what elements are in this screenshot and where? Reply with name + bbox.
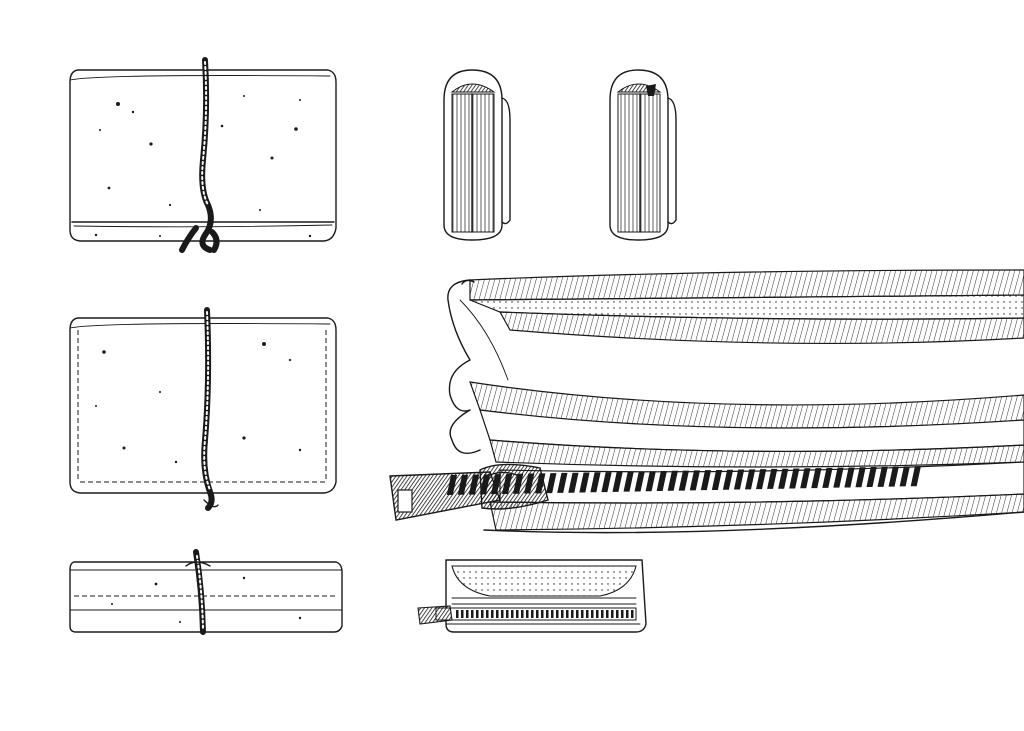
zipper-tooth-small (586, 610, 589, 618)
zipper-tooth (634, 471, 645, 492)
zipper-tooth-small (521, 610, 524, 618)
zipper-tooth-small (491, 610, 494, 618)
zipper-tooth-small (466, 610, 469, 618)
wrapped-pouch-front (69, 57, 337, 253)
zipper-tooth (888, 466, 899, 487)
zipper-tooth (733, 469, 745, 490)
zipper-tooth (800, 468, 811, 489)
zipper-tooth-small (601, 610, 604, 618)
zipper-tooth-small (511, 610, 514, 618)
zipper-tooth-small (546, 610, 549, 618)
zipper-tooth (656, 471, 667, 492)
zipper-tooth-small (481, 610, 484, 618)
zipper-tooth (822, 467, 833, 488)
zipper-tooth-small (456, 610, 459, 618)
zipper-tooth-small (621, 610, 624, 618)
pouch-end-view-left (443, 69, 511, 241)
zipper-tooth-small (611, 610, 614, 618)
zipper-tooth (689, 470, 701, 491)
zipper-pouch-side (417, 559, 647, 633)
zipper-tooth-small (531, 610, 534, 618)
zipper-tooth (767, 468, 778, 489)
zipper-tooth (645, 471, 656, 492)
zipper-tooth (756, 469, 767, 490)
pouch-end-view-right (609, 69, 677, 241)
zipper-tooth (711, 469, 723, 490)
zipper-tooth (612, 471, 623, 492)
zipper-pouch-open (389, 269, 1024, 534)
zipper-tooth (557, 472, 568, 493)
zipper-tooth (744, 469, 756, 490)
zipper-tooth-small (576, 610, 579, 618)
zipper-tooth (855, 467, 866, 488)
zipper-tooth (778, 468, 789, 489)
zipper-tooth (789, 468, 800, 489)
zipper-tooth (811, 468, 822, 489)
zipper-tooth-small (591, 610, 594, 618)
zipper-tooth (601, 472, 612, 493)
zipper-tooth-small (476, 610, 479, 618)
zipper-tooth-small (471, 610, 474, 618)
zipper-tooth (877, 466, 888, 487)
zipper-tooth-small (631, 610, 634, 618)
zipper-tooth-small (596, 610, 599, 618)
zipper-tooth-small (506, 610, 509, 618)
zipper-tooth-small (536, 610, 539, 618)
zipper-tooth (546, 473, 557, 494)
zipper-tooth (899, 466, 910, 487)
zipper-tooth-small (626, 610, 629, 618)
zipper-tooth-small (606, 610, 609, 618)
zipper-tooth-small (461, 610, 464, 618)
zipper-tooth-small (526, 610, 529, 618)
zipper-tooth-small (496, 610, 499, 618)
zipper-pull-icon (389, 463, 549, 521)
zipper-tooth (667, 470, 678, 491)
zipper-tooth (866, 467, 877, 488)
zipper-tooth (910, 466, 921, 487)
zipper-tooth-small (571, 610, 574, 618)
zipper-tooth (844, 467, 855, 488)
zipper-tooth-small (516, 610, 519, 618)
zipper-tooth (568, 472, 579, 493)
zipper-tooth-small (501, 610, 504, 618)
zipper-tooth-small (556, 610, 559, 618)
wrapped-pouch-side (69, 549, 343, 635)
zipper-tooth-small (566, 610, 569, 618)
zipper-tooth (623, 471, 634, 492)
zipper-tooth (722, 469, 734, 490)
zipper-tooth (579, 472, 590, 493)
zipper-tooth (590, 472, 601, 493)
zipper-tooth (678, 470, 689, 491)
zipper-tooth-small (581, 610, 584, 618)
zipper-tooth (833, 467, 844, 488)
zipper-tooth-small (486, 610, 489, 618)
zipper-tooth-small (541, 610, 544, 618)
zipper-tooth-small (561, 610, 564, 618)
zipper-tooth-small (616, 610, 619, 618)
zipper-tooth-small (551, 610, 554, 618)
wrapped-pouch-front-2 (69, 307, 337, 511)
zipper-tooth (700, 470, 712, 491)
